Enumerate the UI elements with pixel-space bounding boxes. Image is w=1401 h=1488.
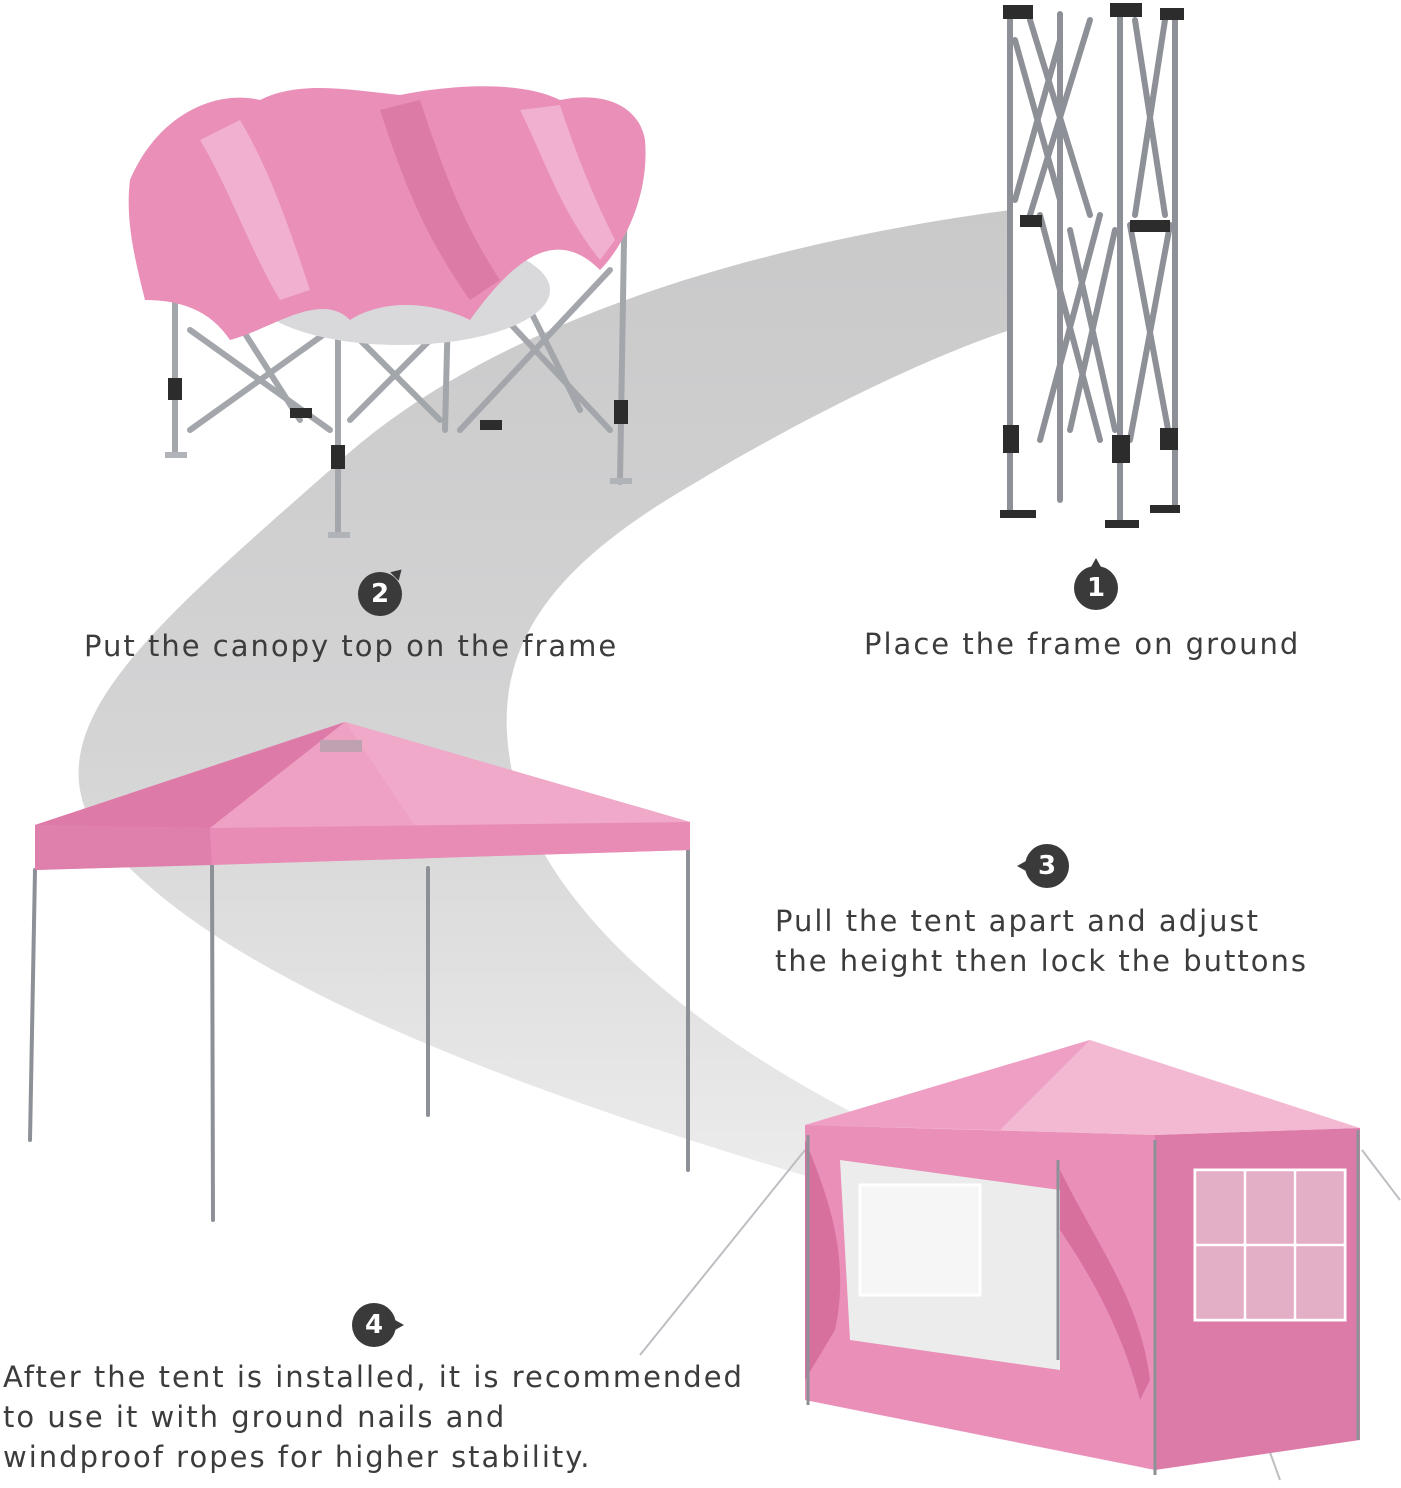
step-3-badge: 3	[1017, 844, 1069, 888]
step-2-text: Put the canopy top on the frame	[84, 629, 619, 663]
step-4-text-line-1: After the tent is installed, it is recom…	[3, 1360, 744, 1394]
step-4-text-line-2: to use it with ground nails and	[3, 1400, 507, 1434]
step-3-text-line-1: Pull the tent apart and adjust	[775, 904, 1261, 938]
step-1-text: Place the frame on ground	[864, 627, 1301, 661]
step-1-badge: 1	[1074, 558, 1118, 610]
step-2-badge: 2	[358, 572, 402, 616]
step-3-text-line-2: the height then lock the buttons	[775, 944, 1308, 978]
step-4-badge: 4	[352, 1303, 404, 1347]
step-4-text-line-3: windproof ropes for higher stability.	[3, 1440, 592, 1474]
